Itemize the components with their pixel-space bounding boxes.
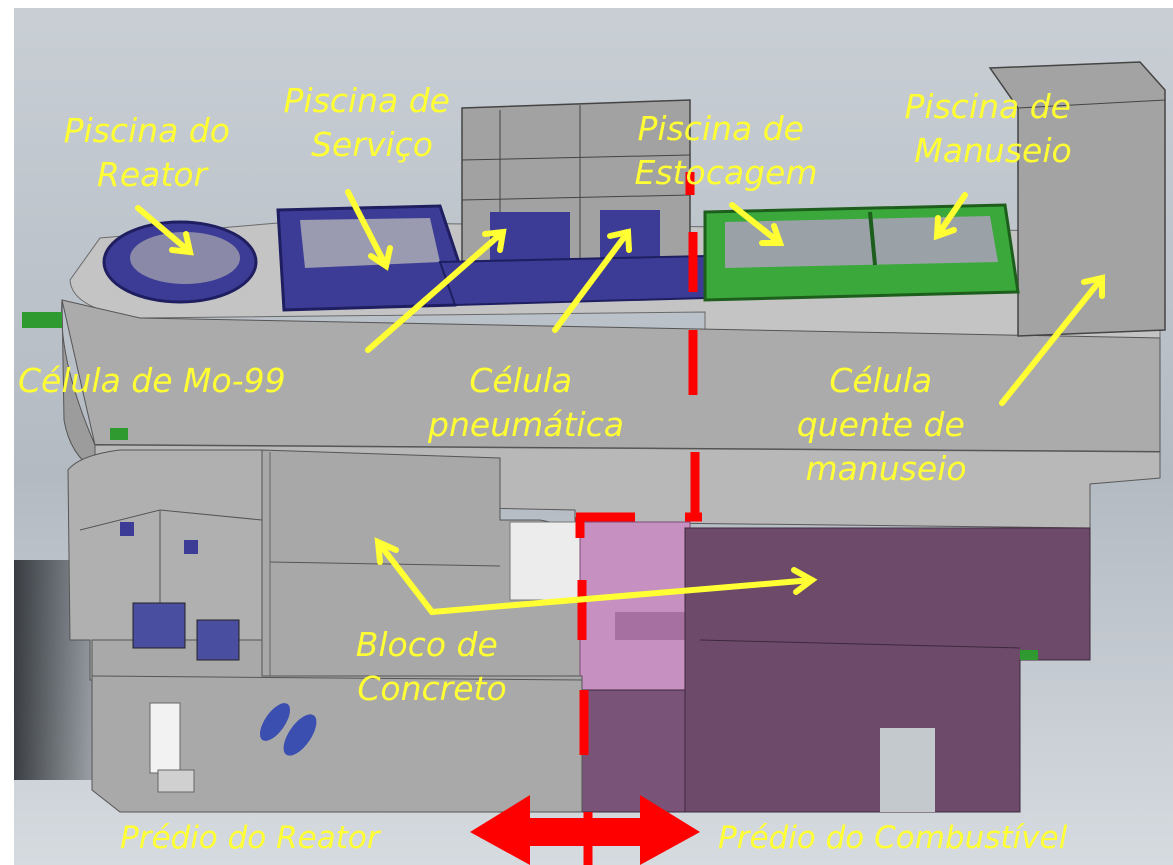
label-service-pool-line2: Serviço xyxy=(311,125,433,164)
label-handling-pool: Piscina de Manuseio xyxy=(905,87,1082,170)
small-window-1 xyxy=(120,522,134,536)
label-service-pool: Piscina de Serviço xyxy=(284,81,461,164)
green-pipe-mid xyxy=(110,428,128,440)
tower-edge-2 xyxy=(79,509,161,531)
canal xyxy=(438,254,706,307)
reactor-pool-inner xyxy=(130,232,240,284)
annotation-arrows xyxy=(135,189,1105,616)
arrow-hot-cell xyxy=(999,274,1105,406)
concrete-edge-1 xyxy=(269,561,501,567)
label-fuel-building: Prédio do Combustível xyxy=(718,820,1068,856)
white-frame-left xyxy=(0,0,14,865)
arrow-reactor-pool xyxy=(135,205,194,256)
green-pipe-right xyxy=(1020,650,1038,660)
service-pool-inner xyxy=(300,218,440,268)
tower-edge-3 xyxy=(159,509,263,521)
label-hot-cell-line1: Célula xyxy=(829,361,932,400)
label-reactor-building: Prédio do Reator xyxy=(120,820,382,856)
label-service-pool-line1: Piscina de xyxy=(284,81,450,120)
pink-notch xyxy=(595,612,690,640)
label-reactor-pool: Piscina do Reator xyxy=(64,111,241,194)
purple-doorway xyxy=(880,728,935,812)
purple-lower xyxy=(579,689,686,813)
label-hot-cell-line2: quente de xyxy=(797,405,965,444)
window-2 xyxy=(196,619,240,661)
label-hot-cell: Célula quente de manuseio xyxy=(797,361,976,488)
label-hot-cell-line3: manuseio xyxy=(805,449,966,488)
arrow-pneumatic-cell xyxy=(552,228,632,333)
label-storage-pool: Piscina de Estocagem xyxy=(635,109,818,192)
pink-block xyxy=(579,521,691,691)
label-reactor-pool-line2: Reator xyxy=(97,155,210,194)
label-storage-pool-line1: Piscina de xyxy=(638,109,804,148)
blue-tank-2 xyxy=(283,714,317,756)
label-pneumatic-cell-line1: Célula xyxy=(469,361,572,400)
small-window-2 xyxy=(184,540,198,554)
label-reactor-pool-line1: Piscina do xyxy=(64,111,230,150)
label-mo99-cell: Célula de Mo-99 xyxy=(18,361,286,400)
arrow-concrete-block xyxy=(374,537,818,616)
building-double-arrow xyxy=(470,795,700,865)
window-1 xyxy=(132,602,186,649)
label-handling-pool-line2: Manuseio xyxy=(914,131,1071,170)
label-pneumatic-cell-line2: pneumática xyxy=(427,405,624,444)
arrow-service-pool xyxy=(345,189,393,271)
pool-divider xyxy=(868,211,877,266)
blue-tank-1 xyxy=(259,703,291,741)
hot-cell-edge xyxy=(1017,99,1166,109)
upper-wall xyxy=(61,299,1161,453)
door-left xyxy=(149,702,181,774)
label-pneumatic-cell: Célula pneumática xyxy=(427,361,624,444)
label-concrete-block-line2: Concreto xyxy=(357,669,506,708)
label-concrete-block: Bloco de Concreto xyxy=(356,625,509,708)
label-concrete-block-line1: Bloco de xyxy=(356,625,498,664)
green-pipe-left xyxy=(22,312,62,328)
arrow-handling-pool xyxy=(933,192,968,241)
building-structure xyxy=(22,61,1166,813)
label-storage-pool-line2: Estocagem xyxy=(635,153,818,192)
stairs xyxy=(157,769,195,793)
left-curved-wall xyxy=(61,299,96,471)
lower-front-edge xyxy=(91,675,583,681)
purple-edge xyxy=(699,639,1021,649)
white-frame-top xyxy=(0,0,1173,8)
arrow-mo99-cell xyxy=(365,228,507,353)
label-handling-pool-line1: Piscina de xyxy=(905,87,1071,126)
arrow-storage-pool xyxy=(729,202,785,246)
light-panel xyxy=(509,521,581,601)
storage-pool-inner xyxy=(725,216,998,268)
